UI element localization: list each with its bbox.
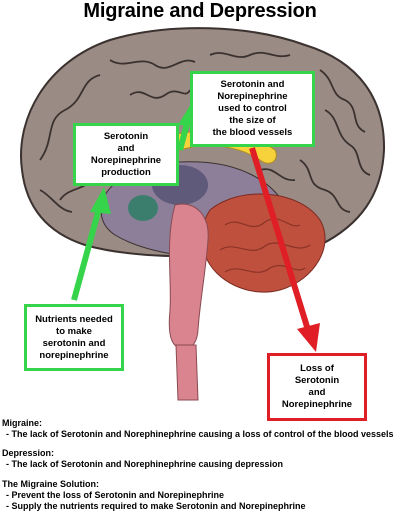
cerebellum bbox=[201, 193, 326, 293]
migraine-text: - The lack of Serotonin and Norephinephr… bbox=[6, 429, 394, 439]
migraine-heading: Migraine: bbox=[2, 418, 43, 428]
solution-item: - Supply the nutrients required to make … bbox=[6, 501, 306, 511]
brain-folds bbox=[39, 51, 371, 224]
hypothalamus bbox=[128, 195, 158, 221]
serotonin-production-label: Serotonin and Norepinephrine production bbox=[90, 130, 162, 178]
solution-heading: The Migraine Solution: bbox=[2, 479, 99, 489]
loss-box: Loss of Serotonin and Norepinephrine bbox=[267, 353, 367, 421]
notes-section: Migraine: - The lack of Serotonin and No… bbox=[2, 418, 400, 512]
solution-item: - Prevent the loss of Serotonin and Nore… bbox=[6, 490, 225, 500]
depression-text: - The lack of Serotonin and Norephinephr… bbox=[6, 459, 284, 469]
serotonin-production-box: Serotonin and Norepinephrine production bbox=[73, 123, 179, 186]
page-title: Migraine and Depression bbox=[83, 0, 317, 22]
brainstem bbox=[168, 203, 209, 349]
nutrients-box: Nutrients needed to make serotonin and n… bbox=[24, 304, 124, 371]
spinal-cord bbox=[175, 344, 199, 401]
arrow-control-to-loss bbox=[249, 147, 320, 352]
loss-label: Loss of Serotonin and Norepinephrine bbox=[281, 363, 353, 410]
arrow-nutrients-to-production bbox=[71, 187, 111, 301]
cerebellum-folds bbox=[219, 218, 311, 273]
blood-vessel-control-label: Serotonin and Norepinephrine used to con… bbox=[212, 79, 293, 138]
depression-heading: Depression: bbox=[2, 448, 55, 458]
nutrients-label: Nutrients needed to make serotonin and n… bbox=[35, 313, 113, 361]
blood-vessel-control-box: Serotonin and Norepinephrine used to con… bbox=[190, 71, 315, 147]
